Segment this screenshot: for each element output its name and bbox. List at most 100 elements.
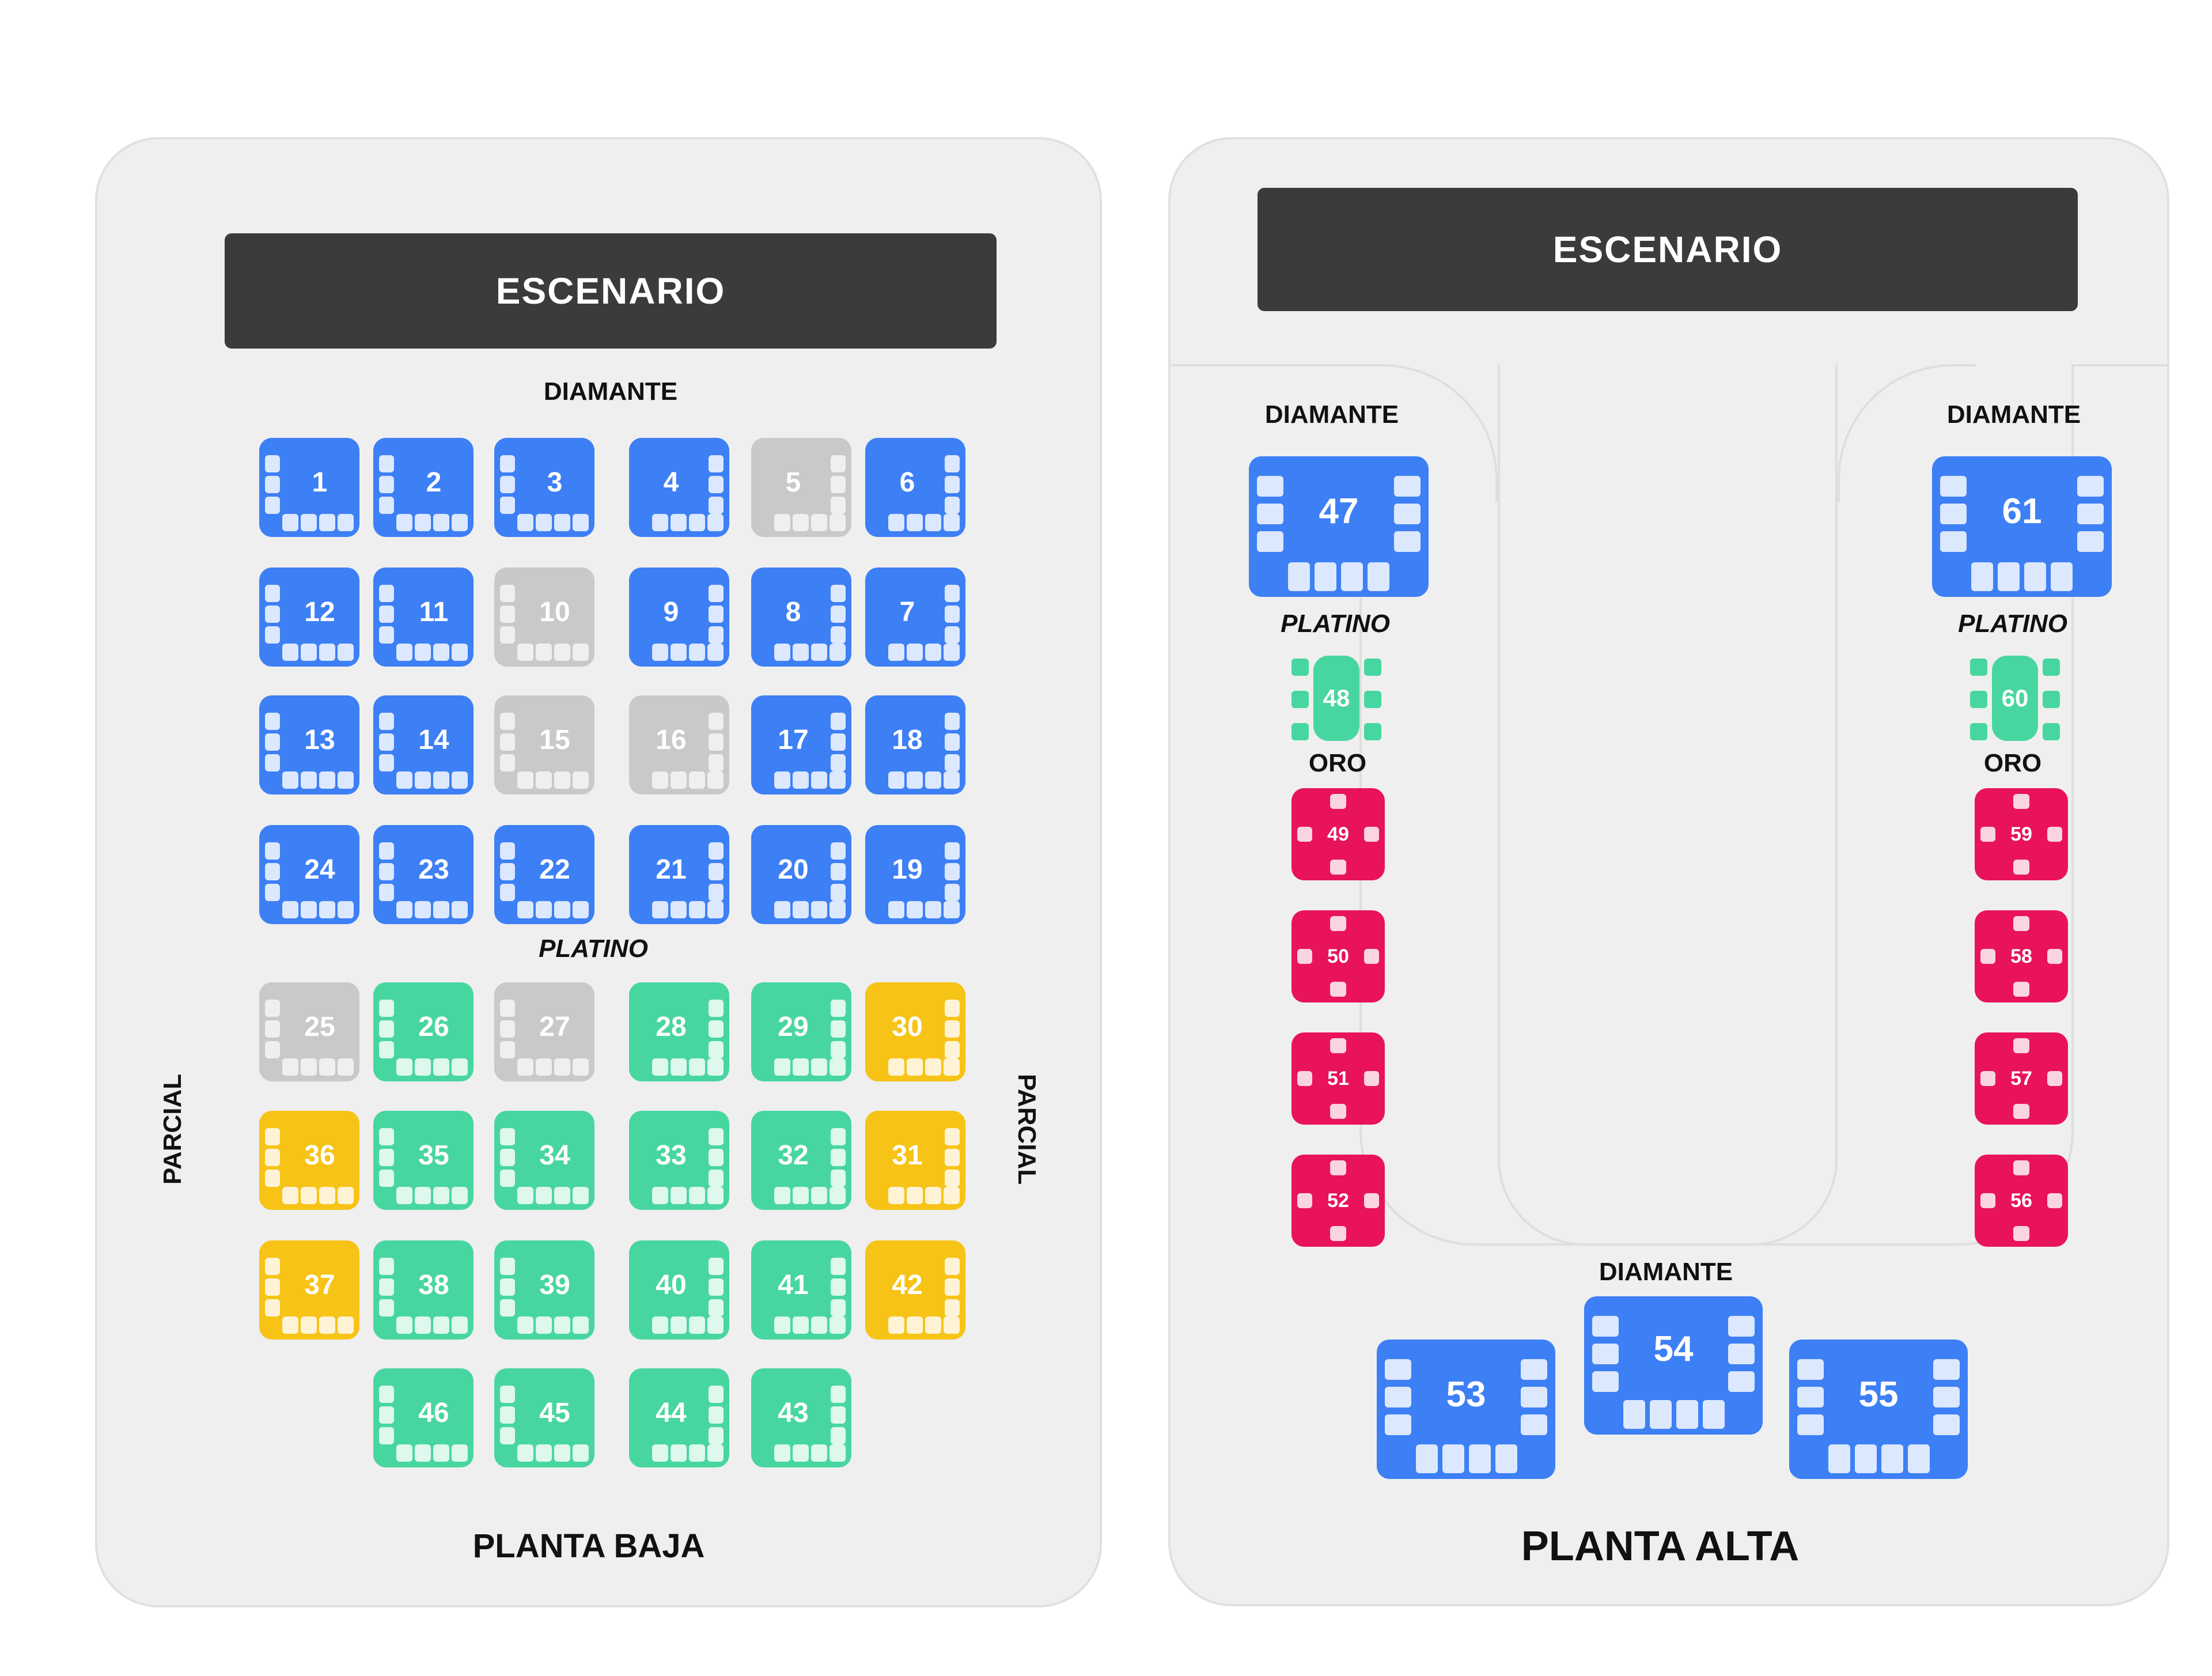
seat [573, 644, 589, 661]
table-59[interactable]: 59 [1975, 788, 2068, 880]
table-number: 44 [656, 1398, 687, 1428]
table-13[interactable]: 13 [259, 695, 359, 795]
table-56[interactable]: 56 [1975, 1155, 2068, 1247]
platino-seat [1970, 723, 1987, 740]
table-44[interactable]: 44 [629, 1368, 729, 1467]
table-26[interactable]: 26 [373, 982, 474, 1081]
table-21[interactable]: 21 [629, 825, 729, 924]
seat [944, 514, 960, 531]
seat [1368, 562, 1389, 591]
seat [282, 901, 298, 918]
table-16[interactable]: 16 [629, 695, 729, 795]
table-22[interactable]: 22 [494, 825, 594, 924]
table-34[interactable]: 34 [494, 1111, 594, 1210]
table-50[interactable]: 50 [1291, 910, 1385, 1002]
table-15[interactable]: 15 [494, 695, 594, 795]
table-23[interactable]: 23 [373, 825, 474, 924]
seat [396, 644, 412, 661]
table-47[interactable]: 47 [1249, 456, 1429, 597]
table-32[interactable]: 32 [751, 1111, 851, 1210]
table-30[interactable]: 30 [865, 982, 965, 1081]
table-52[interactable]: 52 [1291, 1155, 1385, 1247]
table-4[interactable]: 4 [629, 438, 729, 537]
seat [2013, 982, 2029, 997]
seat [944, 1316, 960, 1334]
table-28[interactable]: 28 [629, 982, 729, 1081]
table-11[interactable]: 11 [373, 568, 474, 667]
seat [1797, 1359, 1824, 1380]
seat [652, 1058, 668, 1076]
seat [945, 884, 960, 901]
table-25[interactable]: 25 [259, 982, 359, 1081]
table-54[interactable]: 54 [1584, 1296, 1763, 1435]
table-6[interactable]: 6 [865, 438, 965, 537]
seat [709, 1299, 724, 1316]
table-58[interactable]: 58 [1975, 910, 2068, 1002]
table-31[interactable]: 31 [865, 1111, 965, 1210]
table-29[interactable]: 29 [751, 982, 851, 1081]
seat [396, 1058, 412, 1076]
table-40[interactable]: 40 [629, 1240, 729, 1340]
seat [652, 1316, 668, 1334]
table-14[interactable]: 14 [373, 695, 474, 795]
table-20[interactable]: 20 [751, 825, 851, 924]
table-19[interactable]: 19 [865, 825, 965, 924]
table-48[interactable]: 48 [1313, 656, 1359, 741]
seat [1933, 1387, 1960, 1408]
seat [433, 644, 449, 661]
seat [301, 1187, 317, 1204]
seat [1940, 504, 1967, 524]
table-33[interactable]: 33 [629, 1111, 729, 1210]
table-3[interactable]: 3 [494, 438, 594, 537]
table-number: 52 [1327, 1190, 1349, 1212]
table-49[interactable]: 49 [1291, 788, 1385, 880]
table-number: 58 [2010, 945, 2032, 967]
seat [774, 1444, 790, 1462]
table-8[interactable]: 8 [751, 568, 851, 667]
seat [1364, 1071, 1379, 1086]
table-43[interactable]: 43 [751, 1368, 851, 1467]
table-10[interactable]: 10 [494, 568, 594, 667]
seat [709, 1149, 724, 1166]
seat [554, 514, 570, 531]
table-46[interactable]: 46 [373, 1368, 474, 1467]
table-1[interactable]: 1 [259, 438, 359, 537]
table-5[interactable]: 5 [751, 438, 851, 537]
table-7[interactable]: 7 [865, 568, 965, 667]
seat [500, 606, 515, 623]
table-18[interactable]: 18 [865, 695, 965, 795]
table-24[interactable]: 24 [259, 825, 359, 924]
table-41[interactable]: 41 [751, 1240, 851, 1340]
seat [338, 901, 354, 918]
table-45[interactable]: 45 [494, 1368, 594, 1467]
table-2[interactable]: 2 [373, 438, 474, 537]
table-9[interactable]: 9 [629, 568, 729, 667]
seat [830, 1444, 846, 1462]
table-17[interactable]: 17 [751, 695, 851, 795]
seat [1933, 1414, 1960, 1435]
seat [671, 644, 687, 661]
table-35[interactable]: 35 [373, 1111, 474, 1210]
table-27[interactable]: 27 [494, 982, 594, 1081]
table-51[interactable]: 51 [1291, 1032, 1385, 1125]
seat [500, 1170, 515, 1187]
seat [2013, 1038, 2029, 1053]
table-61[interactable]: 61 [1932, 456, 2112, 597]
table-53[interactable]: 53 [1377, 1340, 1555, 1479]
seat [452, 1058, 468, 1076]
seat [707, 1187, 724, 1204]
seat [1330, 1160, 1346, 1175]
seat [517, 1058, 533, 1076]
table-39[interactable]: 39 [494, 1240, 594, 1340]
table-38[interactable]: 38 [373, 1240, 474, 1340]
table-36[interactable]: 36 [259, 1111, 359, 1210]
seat [452, 771, 468, 789]
seat [652, 1187, 668, 1204]
table-12[interactable]: 12 [259, 568, 359, 667]
table-55[interactable]: 55 [1789, 1340, 1968, 1479]
seat [689, 1058, 705, 1076]
table-57[interactable]: 57 [1975, 1032, 2068, 1125]
table-60[interactable]: 60 [1992, 656, 2038, 741]
table-42[interactable]: 42 [865, 1240, 965, 1340]
table-37[interactable]: 37 [259, 1240, 359, 1340]
